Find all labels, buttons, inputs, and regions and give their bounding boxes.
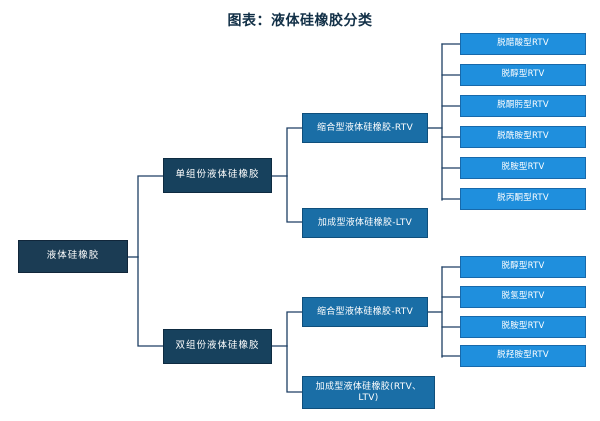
leaf-node[interactable]: 脱丙酮型RTV — [460, 188, 586, 210]
node-addition-ltv-single[interactable]: 加成型液体硅橡胶-LTV — [302, 208, 428, 238]
leaf-node[interactable]: 脱酮肟型RTV — [460, 95, 586, 117]
node-condensation-rtv-two[interactable]: 缩合型液体硅橡胶-RTV — [302, 297, 428, 327]
leaf-node[interactable]: 脱醇型RTV — [460, 64, 586, 86]
node-single-component[interactable]: 单组份液体硅橡胶 — [163, 158, 272, 193]
node-addition-rtv-ltv-two[interactable]: 加成型液体硅橡胶(RTV、LTV) — [302, 376, 435, 409]
leaf-node[interactable]: 脱酰胺型RTV — [460, 126, 586, 148]
node-two-component[interactable]: 双组份液体硅橡胶 — [163, 329, 272, 364]
page-title: 图表：液体硅橡胶分类 — [227, 13, 373, 29]
node-condensation-rtv-single[interactable]: 缩合型液体硅橡胶-RTV — [302, 113, 428, 143]
node-root[interactable]: 液体硅橡胶 — [18, 240, 128, 273]
leaf-node[interactable]: 脱醋酸型RTV — [460, 33, 586, 55]
leaf-node[interactable]: 脱氢型RTV — [460, 286, 586, 308]
leaf-node[interactable]: 脱胺型RTV — [460, 316, 586, 338]
leaf-node[interactable]: 脱胺型RTV — [460, 157, 586, 179]
leaf-node[interactable]: 脱羟胺型RTV — [460, 345, 586, 367]
leaf-node[interactable]: 脱醇型RTV — [460, 256, 586, 278]
